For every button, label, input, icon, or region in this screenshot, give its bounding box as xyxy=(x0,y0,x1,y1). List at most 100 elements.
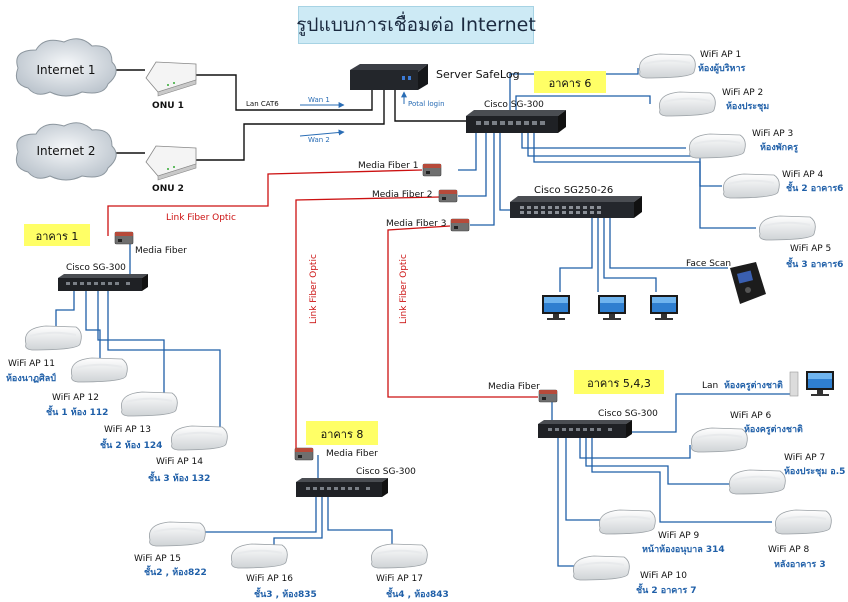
switch-b8: Cisco SG-300 xyxy=(296,467,416,497)
wire-server-core xyxy=(394,88,470,122)
internet-1-label: Internet 1 xyxy=(36,63,95,77)
switch-b1-label: Cisco SG-300 xyxy=(66,263,126,273)
internet-cloud-1: Internet 1 xyxy=(15,38,117,97)
media-fiber-b543-label: Media Fiber xyxy=(488,382,540,392)
wifi-ap-icon xyxy=(690,427,749,453)
ap-room: ชั้น 2 อาคาร6 xyxy=(786,181,843,194)
lan-pc-b543: Lan ห้องครูต่างชาติ xyxy=(702,371,834,397)
building-b1-text: อาคาร 1 xyxy=(36,230,79,243)
switch-sg250: Cisco SG250-26 xyxy=(510,185,642,218)
internet-cloud-2: Internet 2 xyxy=(15,122,117,181)
wifi-ap-12: WiFi AP 12 ชั้น 1 ห้อง 112 xyxy=(46,357,129,418)
wifi-ap-icon xyxy=(148,521,207,547)
wifi-ap-icon xyxy=(120,391,179,417)
wan-arrows: Wan 1 Wan 2 Lan CAT6 Potal login xyxy=(246,91,445,144)
wifi-ap-icon xyxy=(774,509,833,535)
wifi-ap-8: WiFi AP 8 หลังอาคาร 3 xyxy=(768,509,833,570)
ap-room: หน้าห้องอนุบาล 314 xyxy=(642,544,725,555)
media-fiber-2: Media Fiber 2 xyxy=(372,189,458,203)
desktop-pc-icon xyxy=(806,371,834,396)
wire-core-ap3 xyxy=(521,133,686,149)
ap-name: WiFi AP 12 xyxy=(52,393,99,403)
ap-room: ห้องประชุม xyxy=(726,101,769,112)
wire-b543-ap8 xyxy=(591,438,772,523)
media-fiber-3-label: Media Fiber 3 xyxy=(386,219,446,229)
ap-name: WiFi AP 13 xyxy=(104,425,151,435)
onu-2-label: ONU 2 xyxy=(152,184,184,194)
wire-b8-ap16 xyxy=(273,497,323,548)
media-fiber-icon xyxy=(422,163,442,177)
link-fiber-label-b543: Link Fiber Optic xyxy=(399,254,409,324)
ap-name: WiFi AP 6 xyxy=(730,411,772,421)
router-icon xyxy=(145,61,197,93)
link-fiber-label-b8: Link Fiber Optic xyxy=(309,254,319,324)
switch-icon xyxy=(466,110,566,116)
wifi-ap-14: WiFi AP 14 ชั้น 3 ห้อง 132 xyxy=(148,425,229,484)
ap-name: WiFi AP 10 xyxy=(640,571,687,581)
wifi-ap-icon xyxy=(572,555,631,581)
onu-1: ONU 1 xyxy=(145,61,197,111)
wifi-ap-icon xyxy=(24,325,83,351)
wire-b543-ap6 xyxy=(579,438,691,459)
wifi-ap-icon xyxy=(758,215,817,241)
ap-room: ชั้น2 , ห้อง822 xyxy=(144,565,207,578)
wifi-ap-15: WiFi AP 15 ชั้น2 , ห้อง822 xyxy=(134,521,207,578)
ap-name: WiFi AP 1 xyxy=(700,50,741,60)
wifi-ap-icon xyxy=(658,91,717,117)
link-fiber-label-b1: Link Fiber Optic xyxy=(166,213,236,223)
switch-b543: Cisco SG-300 xyxy=(538,409,658,438)
wire-sg250-pc3 xyxy=(603,218,657,292)
lan-room-label: ห้องครูต่างชาติ xyxy=(724,380,783,391)
wifi-ap-1: WiFi AP 1 ห้องผู้บริหาร xyxy=(638,50,746,79)
media-fiber-1: Media Fiber 1 xyxy=(358,161,442,177)
wifi-ap-icon xyxy=(638,53,697,79)
wifi-ap-5: WiFi AP 5 ชั้น 3 อาคาร6 xyxy=(758,215,843,270)
wire-b1-ap11 xyxy=(55,290,75,330)
desktop-pc-icon xyxy=(650,295,678,320)
building-label-b543: อาคาร 5,4,3 xyxy=(574,370,664,394)
server-safelog: Server SafeLog xyxy=(350,64,520,90)
ap-name: WiFi AP 3 xyxy=(752,129,793,139)
media-fiber-b8: Media Fiber xyxy=(294,447,378,461)
media-fiber-icon xyxy=(450,218,470,232)
fiber-link-b543 xyxy=(387,225,538,398)
ap-room: ชั้น 1 ห้อง 112 xyxy=(46,405,108,418)
wifi-ap-icon xyxy=(70,357,129,383)
wifi-ap-4: WiFi AP 4 ชั้น 2 อาคาร6 xyxy=(722,170,843,199)
wifi-ap-icon xyxy=(370,543,429,569)
ap-room: ชั้น 2 ห้อง 124 xyxy=(100,438,162,451)
ap-room: ห้องผู้บริหาร xyxy=(698,63,746,74)
ap-room: หลังอาคาร 3 xyxy=(774,559,826,570)
switch-icon xyxy=(510,196,642,202)
wire-core-sg250 xyxy=(499,133,512,211)
ap-room: ห้องนาฏศิลป์ xyxy=(6,372,56,384)
media-fiber-b543: Media Fiber xyxy=(488,382,558,403)
media-fiber-icon xyxy=(438,189,458,203)
media-fiber-icon xyxy=(538,389,558,403)
server-label: Server SafeLog xyxy=(436,68,520,81)
onu-1-label: ONU 1 xyxy=(152,101,184,111)
ap-name: WiFi AP 8 xyxy=(768,545,810,555)
wifi-ap-17: WiFi AP 17 ชั้น4 , ห้อง843 xyxy=(370,543,449,600)
wifi-ap-11: WiFi AP 11 ห้องนาฏศิลป์ xyxy=(6,325,83,384)
switch-core-label: Cisco SG-300 xyxy=(484,100,544,110)
wire-onu2-server xyxy=(196,88,385,161)
diagram-title: รูปแบบการเชื่อมต่อ Internet xyxy=(296,6,536,44)
ap-room: ชั้น 2 อาคาร 7 xyxy=(636,583,697,596)
media-fiber-icon xyxy=(114,231,134,245)
ap-name: WiFi AP 2 xyxy=(722,88,763,98)
cloud-icon xyxy=(15,38,117,97)
wifi-ap-6: WiFi AP 6 ห้องครูต่างชาติ xyxy=(690,411,803,453)
cloud-icon xyxy=(15,122,117,181)
wire-b8-ap15 xyxy=(198,497,317,533)
switch-icon xyxy=(58,274,148,278)
wifi-ap-icon xyxy=(170,425,229,451)
wan2-label: Wan 2 xyxy=(308,136,330,144)
wire-core-mf2 xyxy=(458,133,487,197)
ap-room: ชั้น3 , ห้อง835 xyxy=(254,587,317,600)
media-fiber-3: Media Fiber 3 xyxy=(386,218,470,232)
wire-b8-ap17 xyxy=(327,497,393,548)
wire-b543-ap7 xyxy=(585,438,736,485)
media-fiber-2-label: Media Fiber 2 xyxy=(372,190,432,200)
wire-b543-ap10 xyxy=(557,438,580,567)
